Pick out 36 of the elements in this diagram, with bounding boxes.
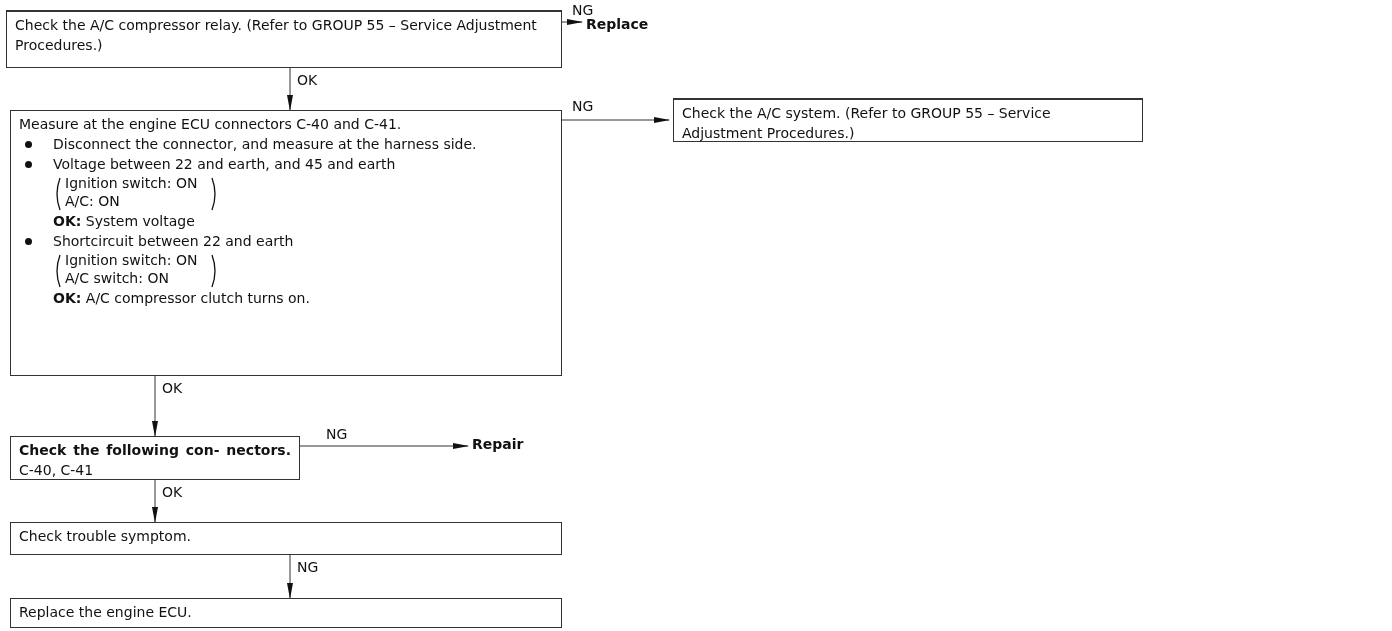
step-text: Check the following con- nectors. C-40, C-41 [19, 441, 291, 480]
arrow [561, 117, 670, 123]
edge-label: NG [324, 426, 350, 442]
process-box [10, 522, 562, 555]
condition-text: A/C: ON [65, 192, 121, 210]
edge-label: NG [570, 98, 596, 114]
process-box [6, 10, 562, 68]
arrow [152, 479, 158, 523]
step-text: Check trouble symptom. [19, 527, 192, 546]
edge-label: NG [295, 559, 321, 575]
arrow [561, 19, 583, 25]
step-text: Check the A/C system. (Refer to GROUP 55 – Service Adjustment Procedures.) [682, 104, 1052, 143]
condition-text: A/C switch: ON [65, 269, 170, 287]
edge-label: NG [570, 2, 596, 18]
edge-label: OK [160, 484, 185, 500]
edge-label: OK [295, 72, 320, 88]
condition-text: Ignition switch: ON [65, 251, 198, 269]
step-text: Check the A/C compressor relay. (Refer to GROUP 55 – Service Adjustment Procedures.) [15, 16, 538, 55]
process-box [10, 110, 562, 376]
condition-text: Ignition switch: ON [65, 174, 198, 192]
arrow [287, 554, 293, 599]
process-box [10, 598, 562, 628]
step-text: Measure at the engine ECU connectors C-40 and C-41. [19, 115, 403, 134]
step-text: Voltage between 22 and earth, and 45 and earth [53, 155, 397, 174]
process-box [673, 98, 1143, 142]
arrow [152, 375, 158, 437]
result-text: Repair [472, 434, 552, 454]
step-text: Replace the engine ECU. [19, 603, 193, 622]
check-result-text: OK: A/C compressor clutch turns on. [52, 289, 311, 308]
arrow [287, 67, 293, 111]
arrow [299, 443, 469, 449]
process-box [10, 436, 300, 480]
edge-label: OK [160, 380, 185, 396]
step-text: Shortcircuit between 22 and earth [53, 232, 295, 251]
check-result-text: OK: System voltage [52, 212, 196, 231]
step-text: Disconnect the connector, and measure at the harness side. [53, 135, 478, 154]
